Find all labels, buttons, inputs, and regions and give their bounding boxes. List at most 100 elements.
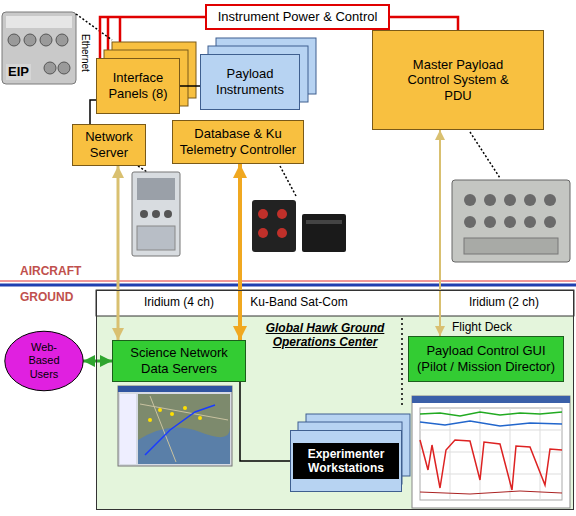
server-photo [137,226,175,250]
server-photo [132,172,180,256]
control-system-photo [452,180,570,262]
flight-deck-divider [401,318,403,408]
node-label: Experimenter Workstations [293,443,399,480]
control-system-photo [524,194,536,206]
chart-screenshot [420,421,562,426]
power-line [100,17,205,58]
server-photo [152,210,160,218]
eip-photo [2,12,76,84]
telemetry-photo [277,209,287,219]
telemetry-photo [302,214,346,252]
web-users-ellipse: Web-Based Users [4,330,84,392]
eip-photo [58,62,70,74]
node-label: Web-Based Users [16,341,72,381]
control-system-photo [484,216,496,228]
control-system-photo [504,216,516,228]
node-label: Global Hawk Ground Operations Center [249,321,401,350]
control-system-photo [464,216,476,228]
chart-screenshot [412,396,570,508]
server-photo [140,210,148,218]
telemetry-photo [306,220,342,224]
control-system-photo [464,194,476,206]
web-link [83,360,112,363]
chart-screenshot [420,412,562,416]
eip-photo [8,34,20,46]
eip-photo [56,34,68,46]
network-line [240,382,290,461]
telemetry-photo [252,200,346,252]
map-screenshot [118,386,232,392]
control-system-photo [484,194,496,206]
power-control-box: Instrument Power & Control [205,4,390,30]
map-screenshot [138,428,230,465]
node-label: Master Payload Control System & PDU [398,57,518,104]
chart-screenshot [412,396,570,508]
iridium-link [117,166,120,340]
map-screenshot [120,394,136,464]
network-server-box: Network Server [72,124,146,166]
chart-screenshot [412,396,570,403]
control-gui-box: Payload Control GUI (Pilot / Mission Dir… [408,336,564,382]
map-screenshot [198,416,202,420]
link-band [96,290,574,316]
node-label: Payload Control GUI (Pilot / Mission Dir… [413,343,559,374]
workstation-box: Experimenter Workstations [290,430,402,492]
data-server-box: Science Network Data Servers [112,340,246,382]
control-system-photo [544,216,556,228]
control-system-photo [524,216,536,228]
ethernet-line [180,85,200,87]
link-label: Iridium (2 ch) [448,295,560,309]
link-band [96,290,574,316]
map-screenshot [158,408,162,412]
node-label: Database & Ku Telemetry Controller [177,126,299,157]
map-screenshot [183,406,187,410]
flight-deck-divider [402,318,403,408]
photo-label: EIP [6,64,31,80]
section-divider [0,284,576,287]
control-system-photo [452,180,570,262]
section-divider [0,281,576,285]
map-screenshot [140,396,228,462]
map-screenshot [118,386,232,466]
eip-photo [40,34,52,46]
node-label: Instrument Power & Control [218,9,378,25]
power-line [390,17,458,30]
map-screenshot [118,386,232,466]
area-label: Flight Deck [452,320,512,334]
section-label: GROUND [20,290,73,304]
ku-band-link [238,164,242,340]
chart-screenshot [420,408,562,500]
payload-instrument-box: Payload Instruments [200,54,300,110]
node-label: Network Server [77,129,141,160]
eip-photo [2,12,76,84]
map-screenshot [148,418,152,422]
control-system-photo [544,194,556,206]
leader-line [280,166,296,196]
control-system-photo [464,238,558,254]
telemetry-photo [277,228,287,238]
iridium-link [439,130,441,336]
node-label: Science Network Data Servers [117,345,241,376]
telemetry-photo [258,228,268,238]
map-screenshot [145,405,215,455]
section-label: AIRCRAFT [20,264,81,278]
telemetry-controller-box: Database & Ku Telemetry Controller [172,120,304,164]
chart-screenshot [420,440,562,490]
eip-photo [6,16,72,28]
ellipse-outline [5,331,83,391]
ground-area [96,290,574,510]
leader-line [470,132,500,178]
map-screenshot [138,394,230,464]
bus-label: Ethernet [79,34,91,72]
node-label: Interface Panels (8) [101,70,175,101]
link-label: Iridium (4 ch) [124,295,234,309]
section-divider [0,281,576,282]
map-screenshot [170,412,174,416]
control-system-box: Master Payload Control System & PDU [372,30,544,130]
chart-screenshot [420,408,562,500]
interface-panel-box: Interface Panels (8) [96,58,180,114]
telemetry-photo [252,200,296,252]
ground-area [96,290,574,510]
server-photo [164,210,172,218]
